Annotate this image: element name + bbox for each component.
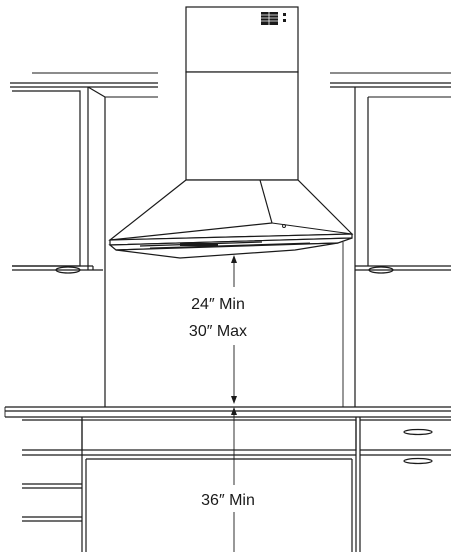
cabinet-knob-icon: [55, 266, 81, 274]
range-hood: [108, 6, 354, 259]
hood-height-dimension: [231, 255, 237, 404]
drawer-handle-icon: [403, 428, 433, 436]
counter-height-label: 36″ Min: [201, 492, 255, 509]
left-upper-cabinet: [10, 72, 158, 407]
drawer-handle-icon: [403, 457, 433, 465]
max-height-label: 30″ Max: [189, 323, 247, 340]
vent-grille-icon: [261, 12, 286, 25]
min-height-label: 24″ Min: [191, 296, 245, 313]
countertop: [4, 406, 451, 418]
lower-cabinets: [22, 417, 451, 552]
right-upper-cabinet: [330, 72, 451, 407]
control-panel-icon: [180, 243, 218, 246]
cabinet-knob-icon: [368, 266, 394, 274]
counter-height-dimension: [231, 407, 237, 552]
